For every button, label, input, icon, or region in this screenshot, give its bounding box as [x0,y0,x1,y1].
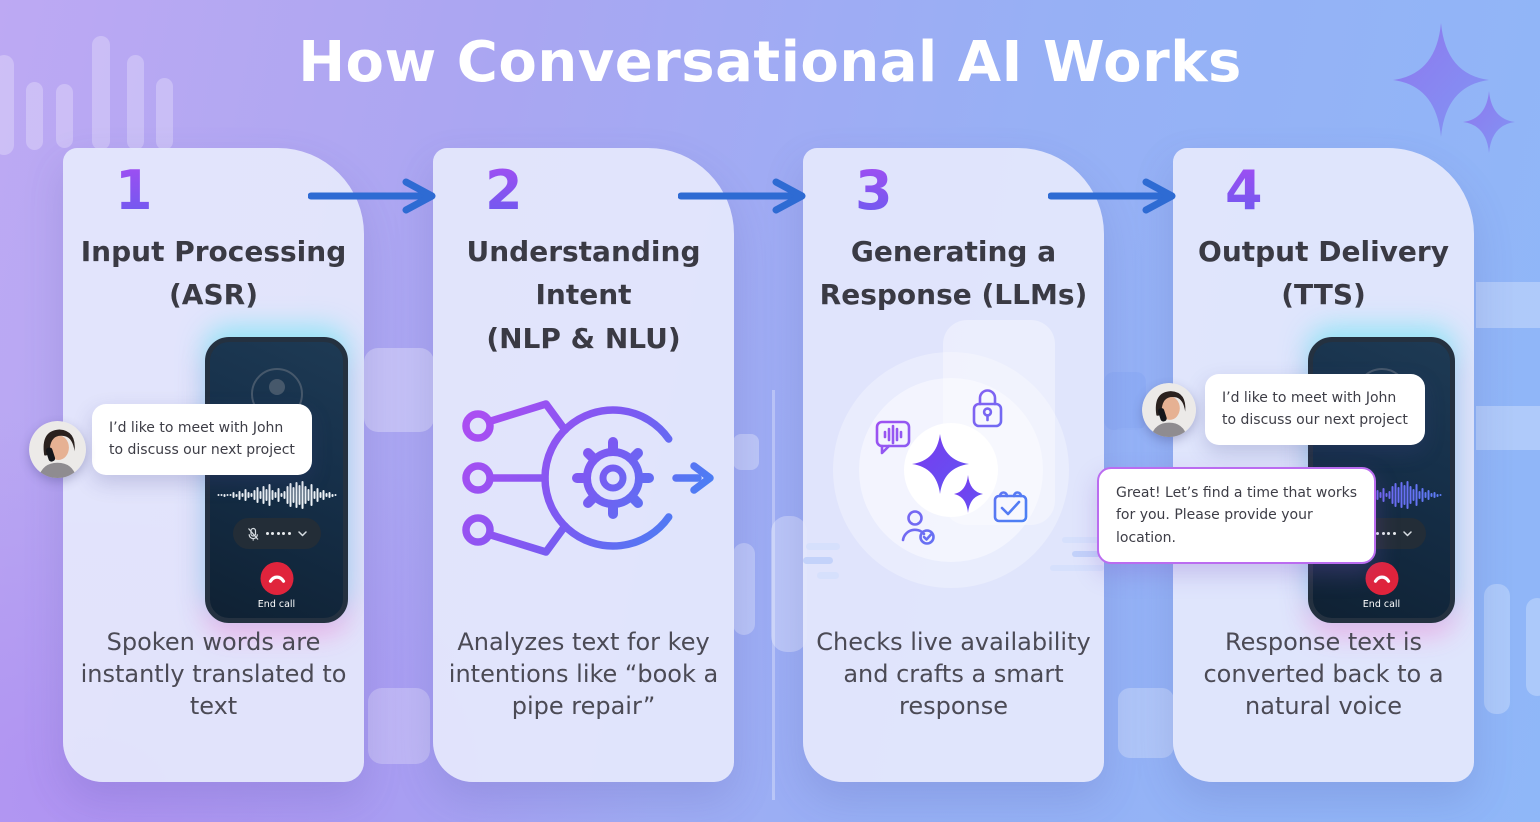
decor-rect [733,434,759,470]
flow-arrow-1-icon [308,178,436,214]
lock-icon [972,389,1003,428]
hidden-number-dots [265,532,291,535]
step-description: Spoken words are instantly translated to… [80,627,347,720]
decor-rect [733,543,755,635]
step-title: Generating a Response (LLMs) [819,235,1088,312]
user-speech-bubble: I’d like to meet with John to discuss ou… [1205,374,1425,445]
decor-line [772,390,775,800]
phone-hang-up-icon [1373,575,1390,583]
decor-rect [364,348,434,432]
end-call-button [1365,562,1398,595]
ai-assistant-illustration [833,352,1069,588]
step-number: 3 [855,164,1104,218]
phone-mockup: End call [205,337,348,623]
step-description: Checks live availability and crafts a sm… [816,627,1091,720]
end-call-label: End call [257,599,296,610]
caller-photo-avatar [29,421,86,478]
chevron-down-icon [1402,530,1412,536]
motion-line [1062,537,1104,543]
sparkle-icon [912,434,969,494]
avatar-head [268,379,285,395]
flow-arrow-2-icon [678,178,806,214]
caller-photo-avatar [1142,383,1196,437]
decor-rect [1104,372,1146,430]
nodes-to-gear-arrow-icon [462,400,714,556]
call-controls-pill [232,518,321,549]
step-card-understanding-intent: 2 Understanding Intent (NLP & NLU) [433,148,734,782]
user-speech-bubble: I’d like to meet with John to discuss ou… [92,404,312,475]
motion-line [1050,565,1104,571]
soundwave-bar [127,55,144,150]
ai-response-bubble: Great! Let’s find a time that works for … [1097,467,1377,565]
step-card-generating-response: 3 Generating a Response (LLMs) [803,148,1104,782]
decor-rect [1118,688,1174,758]
soundwave-bar [1484,584,1510,714]
sparkle-icon [1393,23,1515,153]
phone-hang-up-icon [268,575,285,583]
motion-line [806,543,840,550]
end-call-button [260,562,293,595]
soundwave-bar [92,36,110,150]
soundwave-bar [1526,598,1540,696]
end-call-label: End call [1362,599,1401,610]
step-card-output-delivery: 4 Output Delivery (TTS) [1173,148,1474,782]
decor-rect [368,688,430,764]
step-title: Output Delivery (TTS) [1198,235,1449,312]
sparkle-icon [954,475,983,513]
decor-band [1476,406,1540,450]
voice-message-icon [875,420,911,455]
decor-rect [771,516,807,652]
soundwave-bar [156,78,173,150]
step-number: 4 [1225,164,1474,218]
flow-arrow-3-icon [1048,178,1176,214]
step-title: Input Processing (ASR) [80,235,347,312]
motion-line [817,572,839,579]
decor-band [1476,282,1540,328]
step-description: Response text is converted back to a nat… [1203,627,1444,720]
chevron-down-icon [297,530,307,536]
mic-muted-icon [247,527,258,541]
step-number: 1 [115,164,364,218]
soundwave-bar [56,84,73,148]
person-check-icon [901,510,935,545]
soundwave-bar [0,55,14,155]
motion-line [803,557,833,564]
step-number: 2 [485,164,734,218]
motion-line [1072,551,1104,557]
voice-waveform [217,480,336,510]
calendar-check-icon [993,491,1028,523]
page-title: How Conversational AI Works [298,30,1242,95]
step-description: Analyzes text for key intentions like “b… [448,627,719,720]
step-title: Understanding Intent (NLP & NLU) [466,235,701,355]
soundwave-bar [26,82,43,150]
